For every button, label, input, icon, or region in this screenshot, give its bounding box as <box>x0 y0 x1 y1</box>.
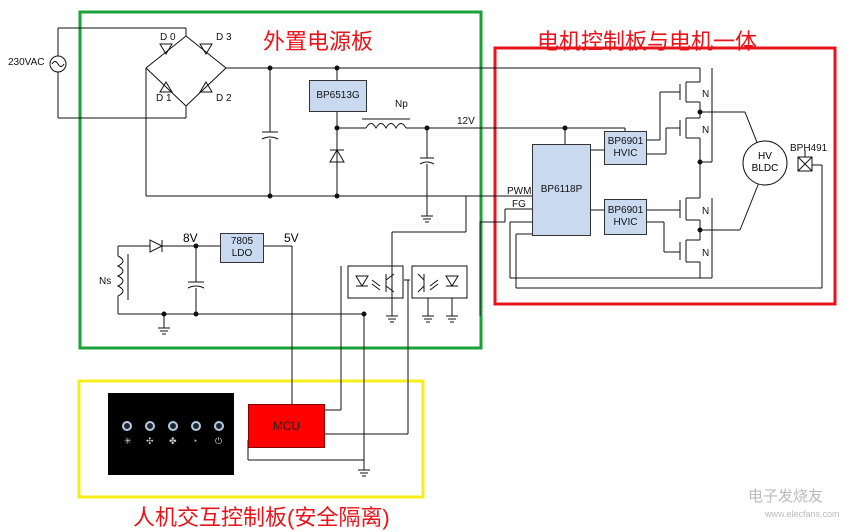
hvic2-label-1: BP6901 <box>607 205 644 216</box>
bp6513g-chip: BP6513G <box>309 80 367 112</box>
power-icon: ⏻ <box>215 436 223 446</box>
rail-12v-label: 12V <box>457 116 475 127</box>
ns-label: Ns <box>99 276 112 287</box>
panel-button-5 <box>214 421 224 431</box>
rail-8v-label: 8V <box>183 231 198 245</box>
rail-5v-label: 5V <box>284 231 299 245</box>
wires <box>49 27 823 477</box>
ldo-label-1: 7805 <box>230 236 254 247</box>
bp6118p-chip: BP6118P <box>532 144 591 236</box>
ac-input-label: 230VAC <box>8 57 45 68</box>
d0-label: D 0 <box>160 32 176 43</box>
bldc-motor-symbol <box>742 140 788 186</box>
fan-high-icon: ✤ <box>169 436 177 446</box>
fan-low-icon: ✣ <box>146 436 154 446</box>
zener-diode <box>329 149 345 163</box>
motor-label-2: BLDC <box>751 163 779 174</box>
hvic1-label-1: BP6901 <box>607 136 644 147</box>
mosfet-label-3: N <box>702 206 710 217</box>
light-icon: ✳ <box>124 436 132 446</box>
d3-label: D 3 <box>216 32 232 43</box>
opto-internals <box>355 273 459 293</box>
diode-d2 <box>199 81 213 93</box>
watermark-logo-text: 电子发烧友 <box>748 488 824 505</box>
pwm-label: PWM <box>507 186 532 197</box>
mosfet-label-4: N <box>702 248 710 259</box>
watermark-url: www.elecfans.com <box>765 509 840 519</box>
mcu-label: MCU <box>272 419 301 433</box>
fg-label: FG <box>512 199 526 210</box>
hmi-board-title: 人机交互控制板(安全隔离) <box>133 505 390 530</box>
hmi-board-box <box>77 379 425 499</box>
diode-d0 <box>159 43 173 55</box>
motor-label: HV BLDC <box>749 151 781 175</box>
power-board-title: 外置电源板 <box>263 29 374 54</box>
mosfet-label-1: N <box>702 89 710 100</box>
motor-label-1: HV <box>758 151 772 162</box>
hall-sensor-label: BPH491 <box>790 143 828 154</box>
bp6513g-label: BP6513G <box>316 90 360 101</box>
control-panel-photo: ✳ ✣ ✤ ◔ ⏻ <box>108 393 234 475</box>
ldo-7805-chip: 7805 LDO <box>220 233 264 263</box>
diode-d1 <box>159 81 173 93</box>
panel-button-2 <box>145 421 155 431</box>
rectifier-diode <box>149 239 164 253</box>
ldo-label-2: LDO <box>231 248 253 259</box>
np-label: Np <box>395 99 408 110</box>
mosfet-label-2: N <box>702 125 710 136</box>
motor-board-box <box>493 46 837 306</box>
panel-button-4 <box>191 421 201 431</box>
bp6118p-label: BP6118P <box>540 184 583 195</box>
timer-icon: ◔ <box>192 436 198 446</box>
diode-d3 <box>199 43 213 55</box>
mcu-chip: MCU <box>248 404 325 448</box>
hvic-chip-2: BP6901 HVIC <box>604 199 647 235</box>
junctions <box>161 65 703 317</box>
hvic-chip-1: BP6901 HVIC <box>604 131 647 165</box>
motor-board-title: 电机控制板与电机一体 <box>537 29 758 54</box>
power-board-box <box>78 10 483 350</box>
panel-button-1 <box>122 421 132 431</box>
hvic2-label-2: HVIC <box>613 217 638 228</box>
hvic1-label-2: HVIC <box>613 148 638 159</box>
d2-label: D 2 <box>216 93 232 104</box>
panel-button-3 <box>168 421 178 431</box>
bridge-diodes <box>159 43 213 93</box>
d1-label: D 1 <box>156 93 172 104</box>
